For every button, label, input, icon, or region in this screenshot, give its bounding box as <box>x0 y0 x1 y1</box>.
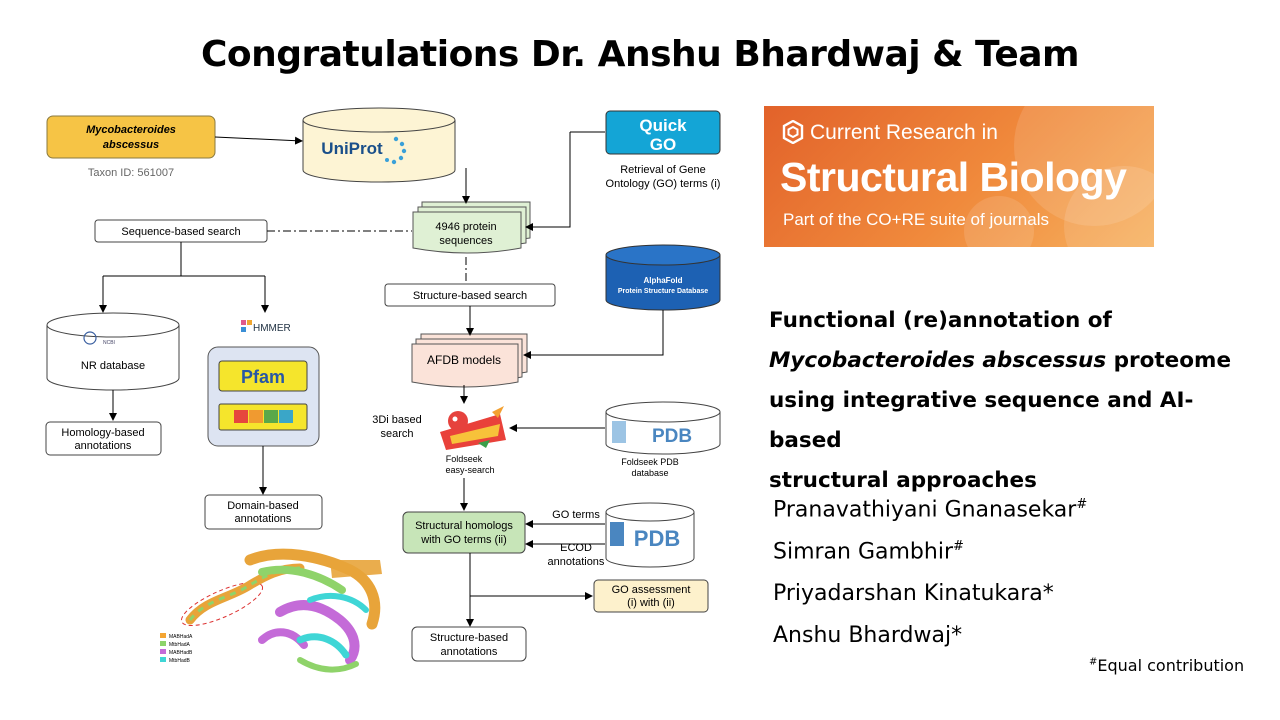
quickgo-logo: Quick GO <box>605 110 721 155</box>
svg-text:GO: GO <box>650 135 676 154</box>
quickgo-caption-2: Ontology (GO) terms (i) <box>606 178 721 190</box>
author-2: Simran Gambhir# <box>773 539 964 565</box>
hexagon-icon <box>782 119 804 145</box>
uniprot-logo: UniProt <box>321 139 383 158</box>
organism-box: Mycobacteroides abscessus <box>46 115 216 159</box>
svg-text:AlphaFold: AlphaFold <box>643 276 682 285</box>
domain-annotations-box <box>204 494 323 530</box>
afdb-models-doc: AFDB models <box>411 333 528 388</box>
svg-text:MtbHadA: MtbHadA <box>169 642 191 648</box>
search3di-line2: search <box>380 428 413 440</box>
svg-text:annotations: annotations <box>235 513 292 525</box>
foldseek-pdb-database: PDB <box>605 401 721 455</box>
go-terms-label: GO terms <box>552 509 600 521</box>
cath-logo <box>234 410 293 423</box>
foldseek-line2: easy-search <box>445 465 494 475</box>
taxon-id: Taxon ID: 561007 <box>88 167 174 179</box>
foldseek-icon <box>440 406 506 450</box>
uniprot-dots-icon <box>385 136 407 165</box>
author-3: Priyadarshan Kinatukara* <box>773 581 1054 606</box>
structure-legend: MABHadA MtbHadA MABHadB MtbHadB <box>160 633 193 664</box>
svg-text:AFDB models: AFDB models <box>427 353 501 367</box>
workflow-diagram: Mycobacteroides abscessus Taxon ID: 5610… <box>45 107 721 673</box>
structural-homologs-box <box>402 511 526 554</box>
svg-text:4946 protein: 4946 protein <box>435 221 496 233</box>
hmmer-logo: HMMER <box>241 320 291 334</box>
journal-suite: Part of the CO+RE suite of journals <box>783 210 1049 229</box>
svg-text:annotations: annotations <box>441 646 498 658</box>
svg-text:MtbHadB: MtbHadB <box>169 658 191 664</box>
author-1: Pranavathiyani Gnanasekar# <box>773 497 1088 523</box>
sequence-search-label: Sequence-based search <box>121 226 240 238</box>
svg-text:Domain-based: Domain-based <box>227 500 299 512</box>
ecod-line1: ECOD <box>560 542 592 554</box>
svg-text:Homology-based: Homology-based <box>61 427 144 439</box>
protein-sequences-doc: 4946 protein sequences <box>412 201 531 254</box>
svg-text:with GO terms (ii): with GO terms (ii) <box>420 534 507 546</box>
foldseek-line1: Foldseek <box>446 454 483 464</box>
go-assessment-box <box>593 579 709 613</box>
paper-title: Functional (re)annotation of Mycobactero… <box>769 308 1232 493</box>
svg-text:MABHadA: MABHadA <box>169 634 193 640</box>
svg-text:GO assessment: GO assessment <box>612 584 691 596</box>
svg-text:Structure-based: Structure-based <box>430 632 508 644</box>
journal-banner: Current Research in Structural Biology P… <box>764 106 1154 247</box>
structure-search-label: Structure-based search <box>413 290 527 302</box>
pfam-logo: Pfam <box>241 367 285 387</box>
svg-text:PDB: PDB <box>634 526 680 551</box>
svg-text:sequences: sequences <box>439 235 493 247</box>
journal-name: Structural Biology <box>780 154 1127 200</box>
author-4: Anshu Bhardwaj* <box>773 623 963 648</box>
nr-database: NCBI NR database <box>46 312 180 391</box>
svg-text:NR database: NR database <box>81 360 145 372</box>
svg-text:Structural homologs: Structural homologs <box>415 520 513 532</box>
svg-text:Quick: Quick <box>639 116 687 135</box>
structure-annotations-box <box>411 626 527 662</box>
journal-brand: Current Research in <box>782 119 998 145</box>
pdb-db-line2: database <box>631 468 668 478</box>
homology-annotations-box <box>45 421 162 456</box>
page-title: Congratulations Dr. Anshu Bhardwaj & Tea… <box>200 34 1080 75</box>
svg-text:PDB: PDB <box>652 426 692 447</box>
uniprot-database: UniProt <box>302 107 456 183</box>
alphafold-database: AlphaFold Protein Structure Database <box>605 244 721 311</box>
domain-databases-panel: Pfam <box>207 346 320 447</box>
equal-contribution-note: #Equal contribution <box>1089 656 1245 675</box>
pdb-db-line1: Foldseek PDB <box>621 457 679 467</box>
svg-text:HMMER: HMMER <box>253 323 291 334</box>
svg-text:Protein Structure Database: Protein Structure Database <box>618 288 708 295</box>
svg-text:annotations: annotations <box>75 440 132 452</box>
ecod-line2: annotations <box>548 556 605 568</box>
ncbi-icon <box>83 331 97 345</box>
ncbi-logo: NCBI <box>103 340 115 346</box>
svg-text:(i) with (ii): (i) with (ii) <box>627 597 675 609</box>
protein-structure-image <box>180 548 382 673</box>
quickgo-caption-1: Retrieval of Gene <box>620 164 706 176</box>
svg-text:MABHadB: MABHadB <box>169 650 193 656</box>
search3di-line1: 3Di based <box>372 414 422 426</box>
organism-line2: abscessus <box>103 139 159 151</box>
rcsb-pdb-database: PDB <box>605 502 695 568</box>
organism-line1: Mycobacteroides <box>86 124 176 136</box>
